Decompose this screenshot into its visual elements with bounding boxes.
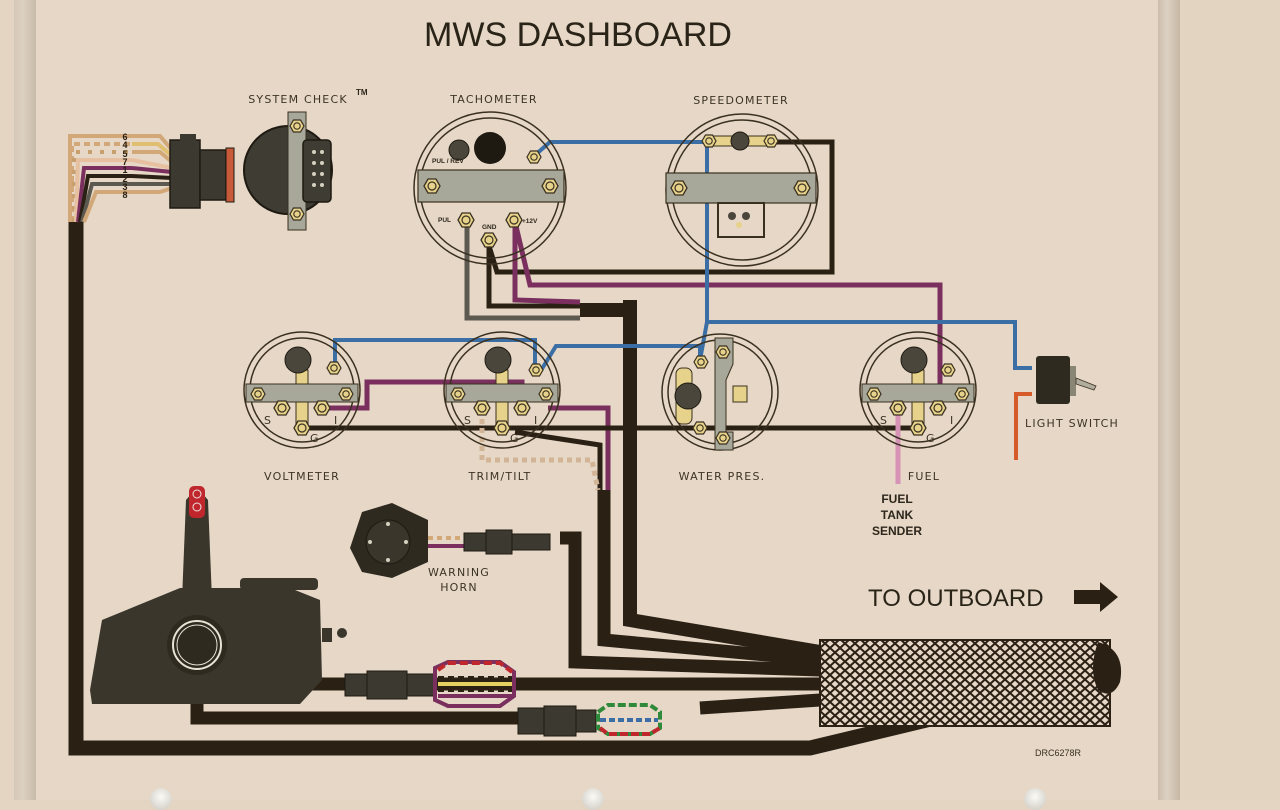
svg-text:SENDER: SENDER xyxy=(872,524,922,538)
svg-text:4: 4 xyxy=(122,140,127,150)
svg-text:I: I xyxy=(334,414,338,427)
warning-horn-label: WARNING HORN xyxy=(428,566,490,594)
svg-text:S: S xyxy=(880,414,888,427)
page-title: MWS DASHBOARD xyxy=(424,16,732,54)
svg-text:3: 3 xyxy=(122,182,127,192)
system-check-label: SYSTEM CHECK xyxy=(248,93,348,106)
svg-text:8: 8 xyxy=(122,190,127,200)
tach-terminal-gnd: GND xyxy=(482,224,497,231)
voltmeter-gauge[interactable] xyxy=(243,331,361,449)
braided-sleeve xyxy=(819,639,1122,727)
to-outboard-label: TO OUTBOARD xyxy=(868,585,1044,612)
harness-pin-labels: 6 4 5 7 1 2 3 8 xyxy=(122,132,127,200)
svg-text:1: 1 xyxy=(122,165,127,175)
svg-text:TANK: TANK xyxy=(881,508,914,522)
panel-rail-left xyxy=(14,0,36,800)
remote-connector-1[interactable] xyxy=(344,660,516,708)
tach-terminal-pul: PUL xyxy=(438,217,451,224)
svg-text:6: 6 xyxy=(122,132,127,142)
toggle-lever-icon[interactable] xyxy=(1075,377,1097,391)
light-switch-label: LIGHT SWITCH xyxy=(1025,417,1119,430)
water-pres-label: WATER PRES. xyxy=(679,470,766,483)
main-harness xyxy=(68,222,962,756)
svg-text:G: G xyxy=(310,432,320,445)
terminal-letters: S I G S I G S I G xyxy=(264,414,954,445)
remote-control-throttle[interactable] xyxy=(90,486,347,704)
trim-tilt-gauge[interactable] xyxy=(443,331,561,449)
svg-text:S: S xyxy=(464,414,472,427)
tachometer-label: TACHOMETER xyxy=(449,93,538,106)
mounting-knob xyxy=(582,788,604,810)
water-pressure-gauge[interactable] xyxy=(661,333,779,451)
fuel-label: FUEL xyxy=(908,470,940,483)
trim-sender-wire xyxy=(479,410,601,491)
remote-connector-2[interactable] xyxy=(517,703,662,737)
speedometer-label: SPEEDOMETER xyxy=(693,94,789,107)
ground-bus xyxy=(302,425,920,490)
panel-rail-right xyxy=(1158,0,1180,800)
svg-text:S: S xyxy=(264,414,272,427)
background-edge xyxy=(1180,0,1280,800)
drawing-number: DRC6278R xyxy=(1035,748,1082,758)
light-switch-power-wire xyxy=(1014,392,1032,460)
trim-tilt-label: TRIM/TILT xyxy=(468,470,532,483)
svg-text:5: 5 xyxy=(122,149,127,159)
key-icon xyxy=(322,628,332,642)
arrow-right-icon xyxy=(1074,582,1118,612)
svg-text:WARNING: WARNING xyxy=(428,566,490,579)
trademark-mark: TM xyxy=(356,88,368,97)
light-switch[interactable] xyxy=(1036,356,1097,404)
svg-text:G: G xyxy=(510,432,520,445)
tach-terminal-pul-rev: PUL / REV xyxy=(432,158,464,165)
svg-text:G: G xyxy=(926,432,936,445)
fuel-gauge[interactable] xyxy=(859,331,977,449)
svg-text:2: 2 xyxy=(122,174,127,184)
svg-text:FUEL: FUEL xyxy=(881,492,912,506)
mounting-knob xyxy=(1024,788,1046,810)
harness-fanout xyxy=(68,134,174,223)
fuel-tank-sender-label: FUEL TANK SENDER xyxy=(872,492,922,538)
eight-pin-plug[interactable] xyxy=(169,134,235,209)
tach-terminal-12v: +12V xyxy=(522,218,538,225)
voltmeter-label: VOLTMETER xyxy=(264,470,340,483)
warning-horn[interactable] xyxy=(350,503,551,578)
svg-text:I: I xyxy=(534,414,538,427)
svg-text:HORN: HORN xyxy=(440,581,478,594)
svg-text:7: 7 xyxy=(122,157,127,167)
tachometer-gauge[interactable] xyxy=(413,111,567,265)
mounting-knob xyxy=(150,788,172,810)
speedometer-gauge[interactable] xyxy=(665,113,819,267)
svg-text:I: I xyxy=(950,414,954,427)
system-check-gauge[interactable] xyxy=(243,111,333,231)
